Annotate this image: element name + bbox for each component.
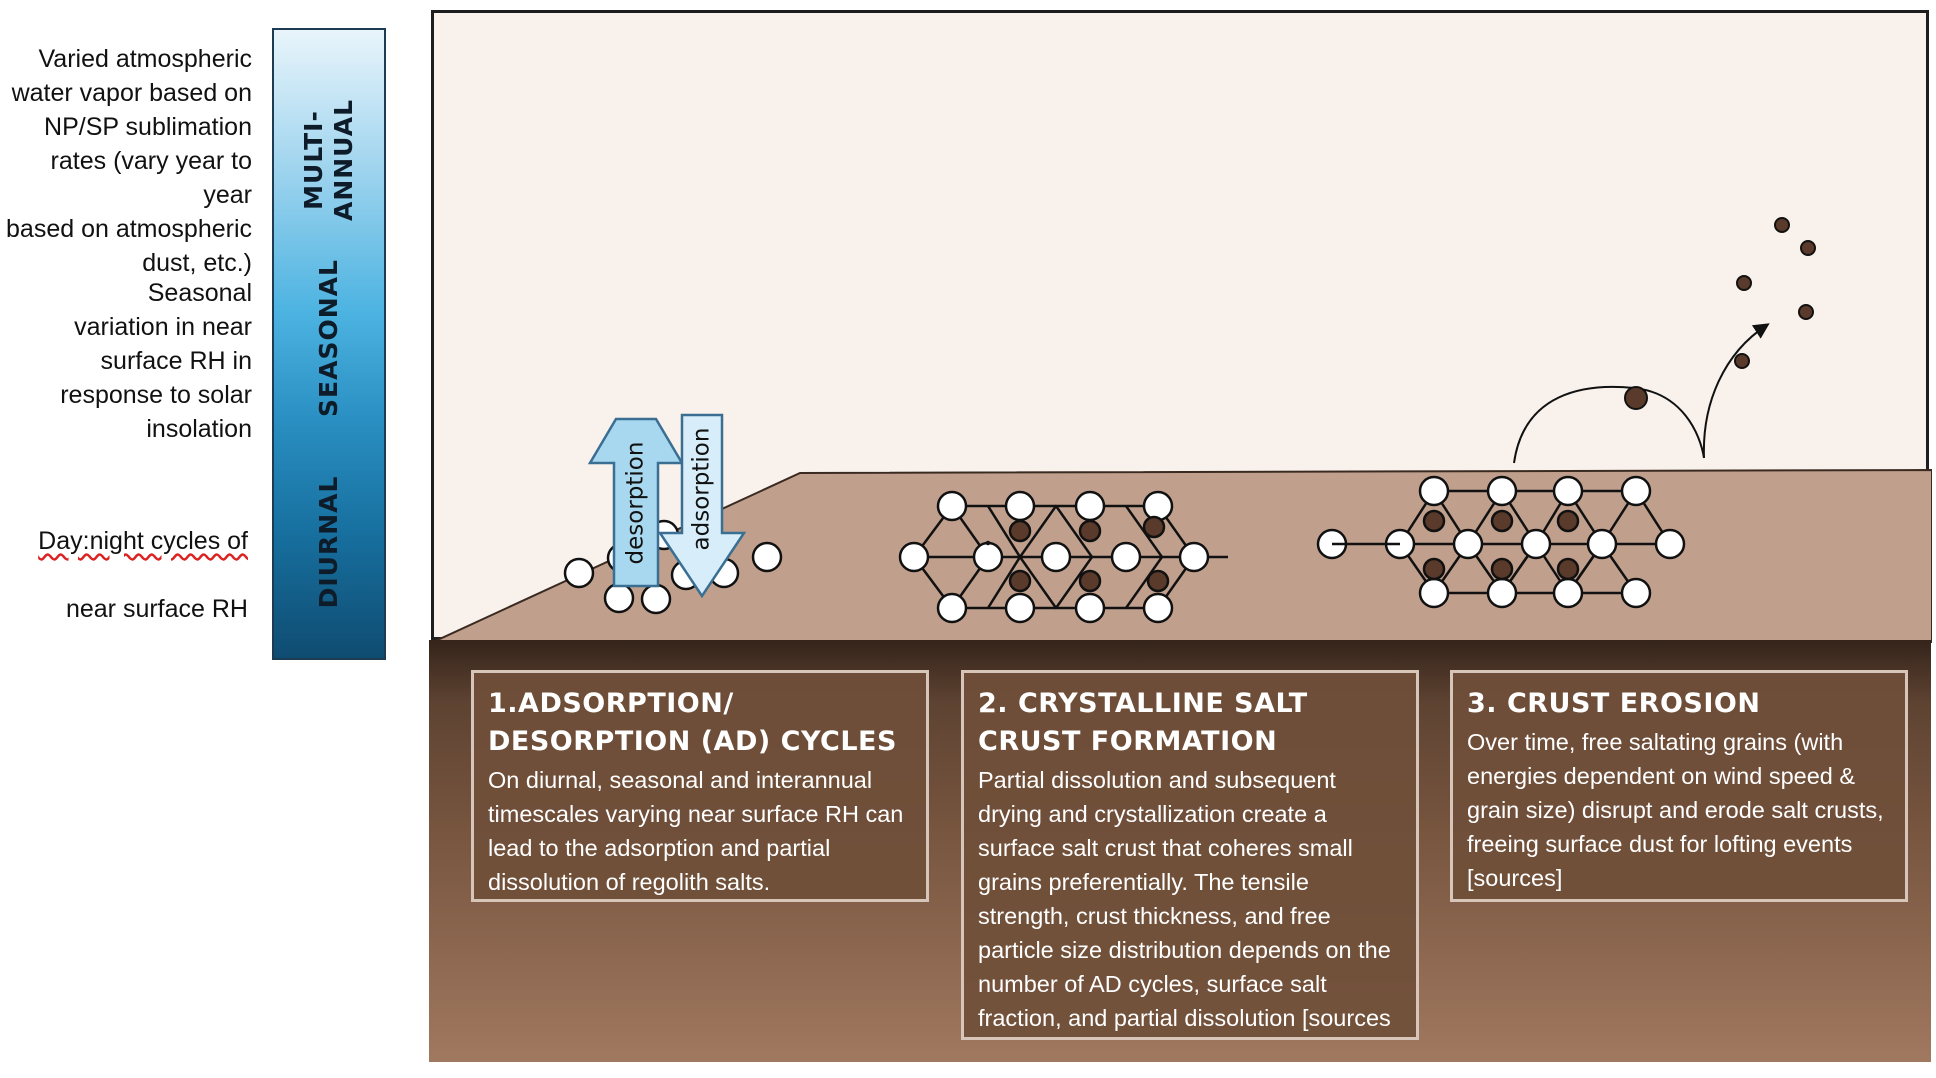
- timescale-bar: MULTI- ANNUAL SEASONAL DIURNAL: [272, 28, 386, 660]
- dark-grain: [1556, 557, 1580, 581]
- dark-grain: [1490, 557, 1514, 581]
- white-grain: [640, 583, 672, 615]
- dark-grain: [1422, 509, 1446, 533]
- panel-text: Partial dissolution and subsequent dryin…: [978, 767, 1391, 1031]
- white-grain: [898, 541, 930, 573]
- white-grain: [1552, 475, 1584, 507]
- timescale-descriptions: Varied atmospheric water vapor based on …: [0, 0, 262, 1078]
- desorption-arrow: desorption: [587, 417, 685, 588]
- scene-drawing: desorption adsorption: [434, 217, 1932, 643]
- white-grain: [936, 592, 968, 624]
- white-grain: [1074, 592, 1106, 624]
- panel-text: Over time, free saltating grains (with e…: [1467, 729, 1884, 891]
- white-grain: [936, 490, 968, 522]
- white-grain: [751, 541, 783, 573]
- panel-adsorption-desorption: 1.ADSORPTION/ DESORPTION (AD) CYCLES On …: [471, 670, 929, 902]
- dark-grain: [1556, 509, 1580, 533]
- panel-text: On diurnal, seasonal and interannual tim…: [488, 767, 904, 895]
- lofting-trajectory: [1702, 323, 1770, 459]
- white-grain: [1178, 541, 1210, 573]
- seasonal-note: Seasonal variation in near surface RH in…: [60, 279, 252, 443]
- diurnal-note: Day:night cycles of near surface RH: [8, 490, 248, 626]
- white-grain: [1486, 475, 1518, 507]
- dark-grain: [1422, 557, 1446, 581]
- dark-grain: [1146, 569, 1170, 593]
- white-grain: [1142, 592, 1174, 624]
- white-grain: [1520, 528, 1552, 560]
- white-grain: [1418, 577, 1450, 609]
- salt-crust-grains: [898, 490, 1210, 624]
- white-grain: [1418, 475, 1450, 507]
- white-grain: [1040, 541, 1072, 573]
- panel-title: 3. CRUST EROSION: [1467, 688, 1761, 719]
- desorption-label: desorption: [623, 442, 649, 565]
- timescale-multi-annual-label: MULTI- ANNUAL: [299, 98, 358, 222]
- white-grain: [1452, 528, 1484, 560]
- panel-title: 2. CRYSTALLINE SALT CRUST FORMATION: [978, 688, 1308, 757]
- surface-scene: desorption adsorption: [431, 10, 1932, 643]
- white-grain: [1486, 577, 1518, 609]
- white-grain: [1620, 475, 1652, 507]
- dark-grain: [1078, 519, 1102, 543]
- white-grain: [1004, 490, 1036, 522]
- white-grain: [1074, 490, 1106, 522]
- adsorption-arrow: adsorption: [657, 413, 747, 599]
- subsurface-regolith: 1.ADSORPTION/ DESORPTION (AD) CYCLES On …: [429, 640, 1931, 1062]
- timescale-seasonal-label: SEASONAL: [314, 259, 343, 417]
- panel-title: 1.ADSORPTION/ DESORPTION (AD) CYCLES: [488, 688, 897, 757]
- dark-grain: [1078, 569, 1102, 593]
- adsorption-label: adsorption: [689, 428, 715, 551]
- panel-crust-formation: 2. CRYSTALLINE SALT CRUST FORMATION Part…: [961, 670, 1419, 1040]
- dust-grain: [1774, 217, 1790, 233]
- timescale-diurnal-label: DIURNAL: [314, 475, 343, 609]
- white-grain: [563, 557, 595, 589]
- white-grain: [1620, 577, 1652, 609]
- multi-annual-note: Varied atmospheric water vapor based on …: [6, 45, 252, 277]
- diurnal-note-line1: Day:night cycles of: [38, 527, 248, 555]
- saltating-grain: [1624, 386, 1648, 410]
- panel-crust-erosion: 3. CRUST EROSION Over time, free saltati…: [1450, 670, 1908, 902]
- white-grain: [1654, 528, 1686, 560]
- dust-grain: [1736, 275, 1752, 291]
- eroding-crust-grains: [1316, 475, 1686, 609]
- dust-grain: [1800, 240, 1816, 256]
- dark-grain: [985, 540, 991, 546]
- white-grain: [1142, 490, 1174, 522]
- dust-grain: [1798, 304, 1814, 320]
- dark-grain: [1008, 569, 1032, 593]
- white-grain: [1110, 541, 1142, 573]
- lofted-dust: [1734, 217, 1816, 369]
- dust-grain: [1734, 353, 1750, 369]
- dark-grain: [1142, 515, 1166, 539]
- white-grain: [1552, 577, 1584, 609]
- diurnal-note-line2: near surface RH: [65, 595, 248, 623]
- white-grain: [1586, 528, 1618, 560]
- saltation-trajectory: [1513, 385, 1705, 464]
- white-grain: [972, 541, 1004, 573]
- dark-grain: [1490, 509, 1514, 533]
- white-grain: [603, 582, 635, 614]
- white-grain: [1004, 592, 1036, 624]
- dark-grain: [1008, 519, 1032, 543]
